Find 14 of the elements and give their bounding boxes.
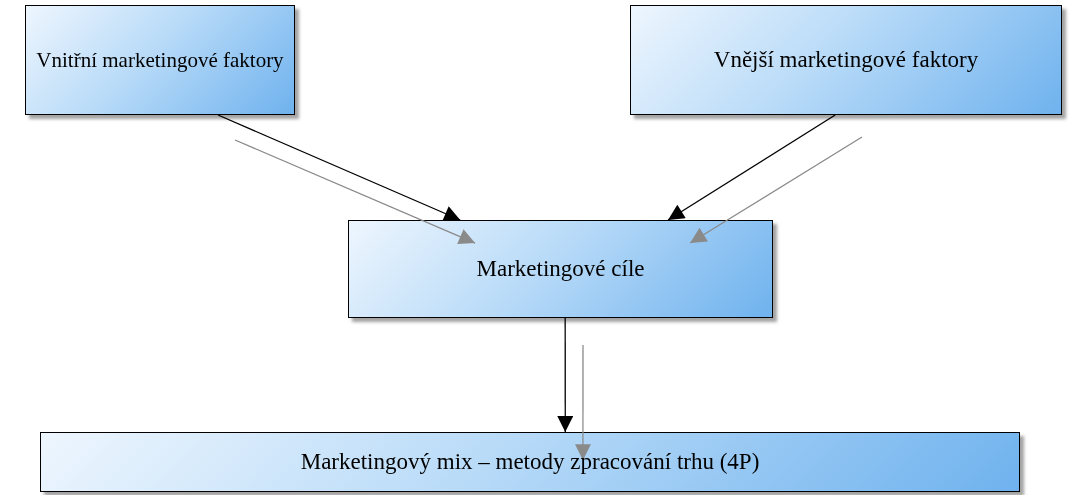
arrow: [689, 136, 863, 244]
box-label: Vnější marketingové faktory: [712, 47, 980, 73]
arrow: [234, 139, 476, 245]
process-box: [630, 5, 1062, 115]
process-box: [25, 5, 295, 115]
arrow: [574, 344, 591, 461]
arrow: [217, 114, 461, 221]
box-label: Marketingový mix – metody zpracování trhu (4P): [299, 449, 761, 475]
process-box: [40, 432, 1020, 492]
arrow: [557, 317, 574, 433]
process-box: [348, 220, 773, 318]
box-label: Marketingové cíle: [475, 256, 646, 282]
box-label: Vnitřní marketingové faktory: [35, 47, 285, 73]
arrow: [667, 114, 836, 221]
